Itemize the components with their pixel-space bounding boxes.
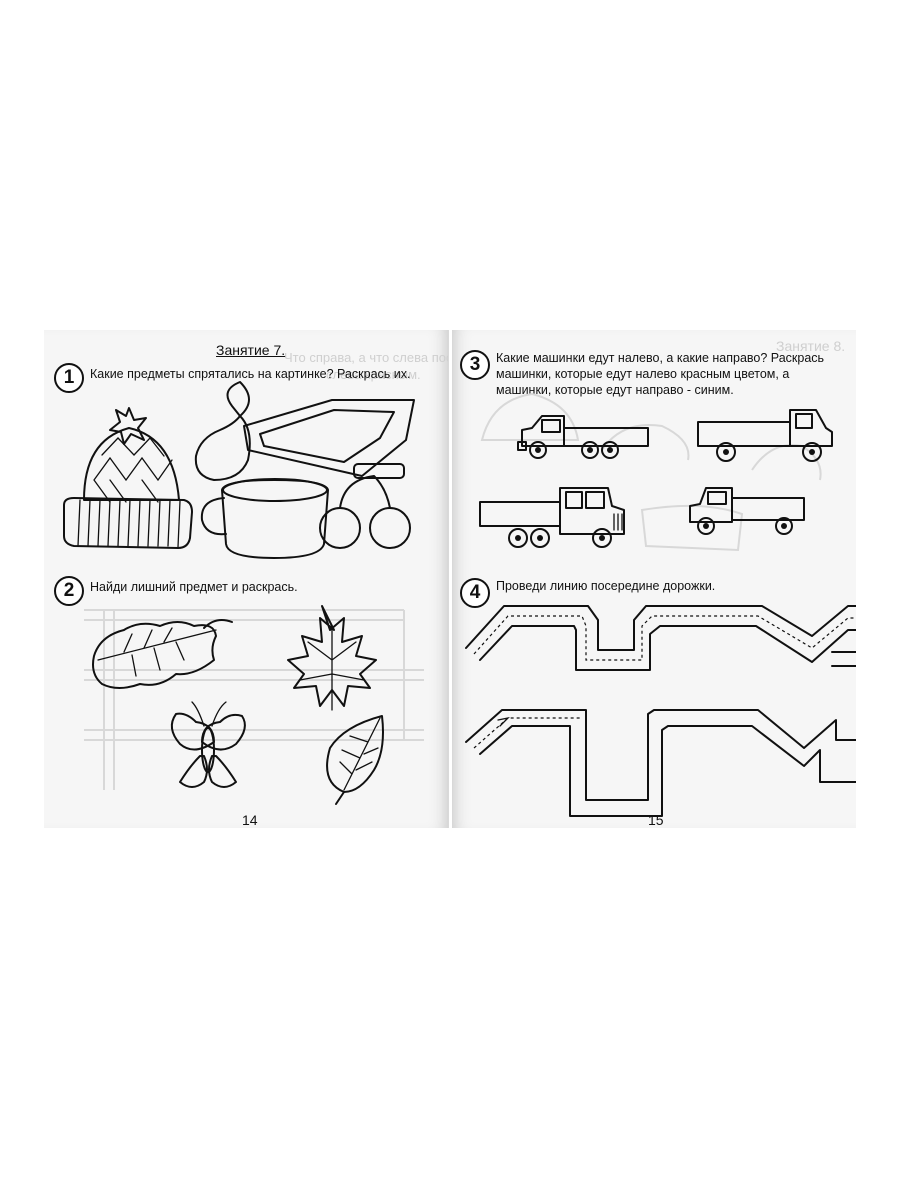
hat-drawing	[63, 407, 193, 549]
ghost-text: слева красным.	[326, 367, 421, 382]
maple-leaf-drawing	[287, 605, 377, 711]
trace-paths	[465, 605, 856, 817]
lesson-title: Занятие 7.	[216, 342, 286, 358]
tray-drawing	[243, 399, 415, 479]
ghost-title: Занятие 8.	[776, 338, 846, 354]
book-spread: Что справа, а что слева посередине? Раск…	[44, 330, 856, 828]
truck-left-facing	[517, 415, 649, 459]
task-number-badge: 2	[54, 576, 84, 606]
truck-right-facing	[697, 409, 833, 462]
task-number-badge: 4	[460, 578, 490, 608]
pear-drawing	[194, 381, 251, 481]
cup-drawing	[200, 478, 329, 559]
task-3-line: машинки, которые едут направо - синим.	[496, 383, 734, 397]
cherries-drawing	[319, 475, 411, 549]
page-number: 15	[648, 812, 664, 828]
task-number-badge: 3	[460, 350, 490, 380]
hidden-objects-picture	[63, 381, 415, 559]
right-page: Занятие 8. 3 Какие машинки едут налево, …	[452, 330, 856, 828]
page-number: 14	[242, 812, 258, 828]
oak-leaf-drawing	[92, 619, 233, 689]
butterfly-drawing	[170, 701, 246, 788]
task-number-badge: 1	[54, 363, 84, 393]
task-3-line: Какие машинки едут налево, а какие напра…	[496, 351, 825, 365]
task-2-text: Найди лишний предмет и раскрась.	[90, 580, 298, 594]
left-page: Что справа, а что слева посередине? Раск…	[44, 330, 449, 828]
truck-right-facing	[479, 487, 625, 548]
task-4-text: Проведи линию посередине дорожки.	[496, 579, 716, 593]
truck-left-facing	[689, 487, 805, 535]
trucks-picture	[479, 409, 833, 548]
lower-zigzag-road	[465, 709, 856, 817]
birch-leaf-drawing	[326, 715, 384, 805]
ghost-maze	[84, 609, 424, 790]
upper-zigzag-road	[465, 605, 856, 671]
find-odd-items	[92, 605, 384, 805]
ghost-text: Что справа, а что слева посередине? Раск…	[284, 350, 448, 365]
task-3-line: машинки, которые едут налево красным цве…	[496, 367, 790, 381]
task-1-text: Какие предметы спрятались на картинке? Р…	[90, 367, 411, 381]
